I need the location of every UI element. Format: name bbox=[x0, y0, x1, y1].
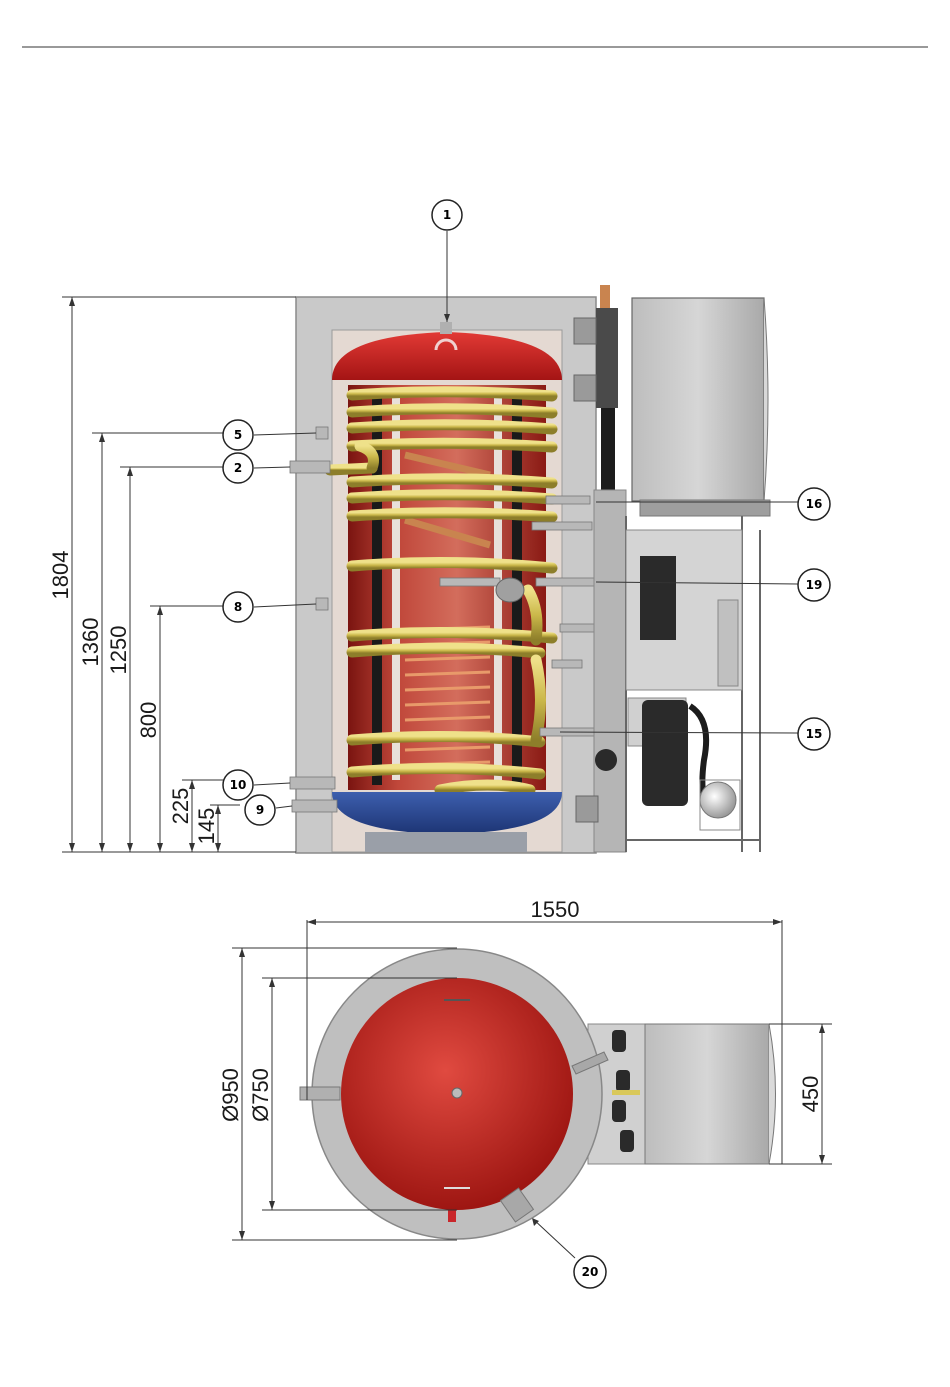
top-center-fitting bbox=[452, 1088, 462, 1098]
pipe-manifold bbox=[596, 308, 618, 408]
svg-text:2: 2 bbox=[234, 461, 242, 475]
svg-text:8: 8 bbox=[234, 600, 242, 614]
callout-19: 19 bbox=[798, 569, 830, 601]
top-heat-pump-housing bbox=[645, 1024, 769, 1164]
front-dimension-arrows bbox=[69, 297, 221, 852]
front-view bbox=[290, 285, 770, 853]
dim-width-total: 1550 bbox=[531, 897, 580, 922]
dim-outer-diameter: Ø950 bbox=[218, 1068, 243, 1122]
svg-text:19: 19 bbox=[806, 578, 823, 592]
callout-20: 20 bbox=[574, 1256, 606, 1288]
top-yellow-pipe bbox=[612, 1090, 640, 1095]
callout-8: 8 bbox=[223, 592, 253, 622]
compressor-lower bbox=[642, 700, 688, 806]
svg-text:10: 10 bbox=[230, 778, 247, 792]
tank-foot bbox=[365, 832, 527, 852]
heat-pump-housing bbox=[632, 298, 764, 501]
dim-unit-depth: 450 bbox=[798, 1076, 823, 1113]
svg-text:9: 9 bbox=[256, 803, 264, 817]
svg-text:1: 1 bbox=[443, 208, 451, 222]
side-frame bbox=[594, 490, 626, 852]
svg-text:5: 5 bbox=[234, 428, 242, 442]
top-housing-side bbox=[769, 1024, 776, 1164]
top-red-tab bbox=[448, 1210, 456, 1222]
svg-text:15: 15 bbox=[806, 727, 823, 741]
top-view bbox=[300, 949, 776, 1239]
callout-2: 2 bbox=[223, 453, 253, 483]
dim-1360: 1360 bbox=[78, 618, 103, 667]
callout-9: 9 bbox=[245, 795, 275, 825]
callout-16: 16 bbox=[798, 488, 830, 520]
valve-block-lower bbox=[574, 375, 596, 401]
dim-800: 800 bbox=[136, 702, 161, 739]
callout-15: 15 bbox=[798, 718, 830, 750]
fan-motor bbox=[700, 782, 736, 818]
callout-10: 10 bbox=[223, 770, 253, 800]
compressor-upper bbox=[640, 556, 676, 640]
svg-text:16: 16 bbox=[806, 497, 823, 511]
sensor-well bbox=[496, 578, 524, 602]
callout-1: 1 bbox=[432, 200, 462, 230]
svg-text:20: 20 bbox=[582, 1265, 599, 1279]
dim-225: 225 bbox=[168, 788, 193, 825]
dim-inner-diameter: Ø750 bbox=[248, 1068, 273, 1122]
dim-1250: 1250 bbox=[106, 626, 131, 675]
dim-height-total: 1804 bbox=[48, 551, 73, 600]
flex-hose bbox=[690, 706, 706, 800]
callout-5: 5 bbox=[223, 420, 253, 450]
housing-side bbox=[764, 298, 768, 501]
dim-145: 145 bbox=[194, 808, 219, 845]
valve-block-upper bbox=[574, 318, 596, 344]
top-left-stub bbox=[300, 1087, 340, 1100]
front-dimension-lines bbox=[62, 297, 296, 852]
side-bracket bbox=[718, 600, 738, 686]
frame-port bbox=[595, 749, 617, 771]
top-connection bbox=[440, 322, 452, 334]
valve-block-bottom bbox=[576, 796, 598, 822]
